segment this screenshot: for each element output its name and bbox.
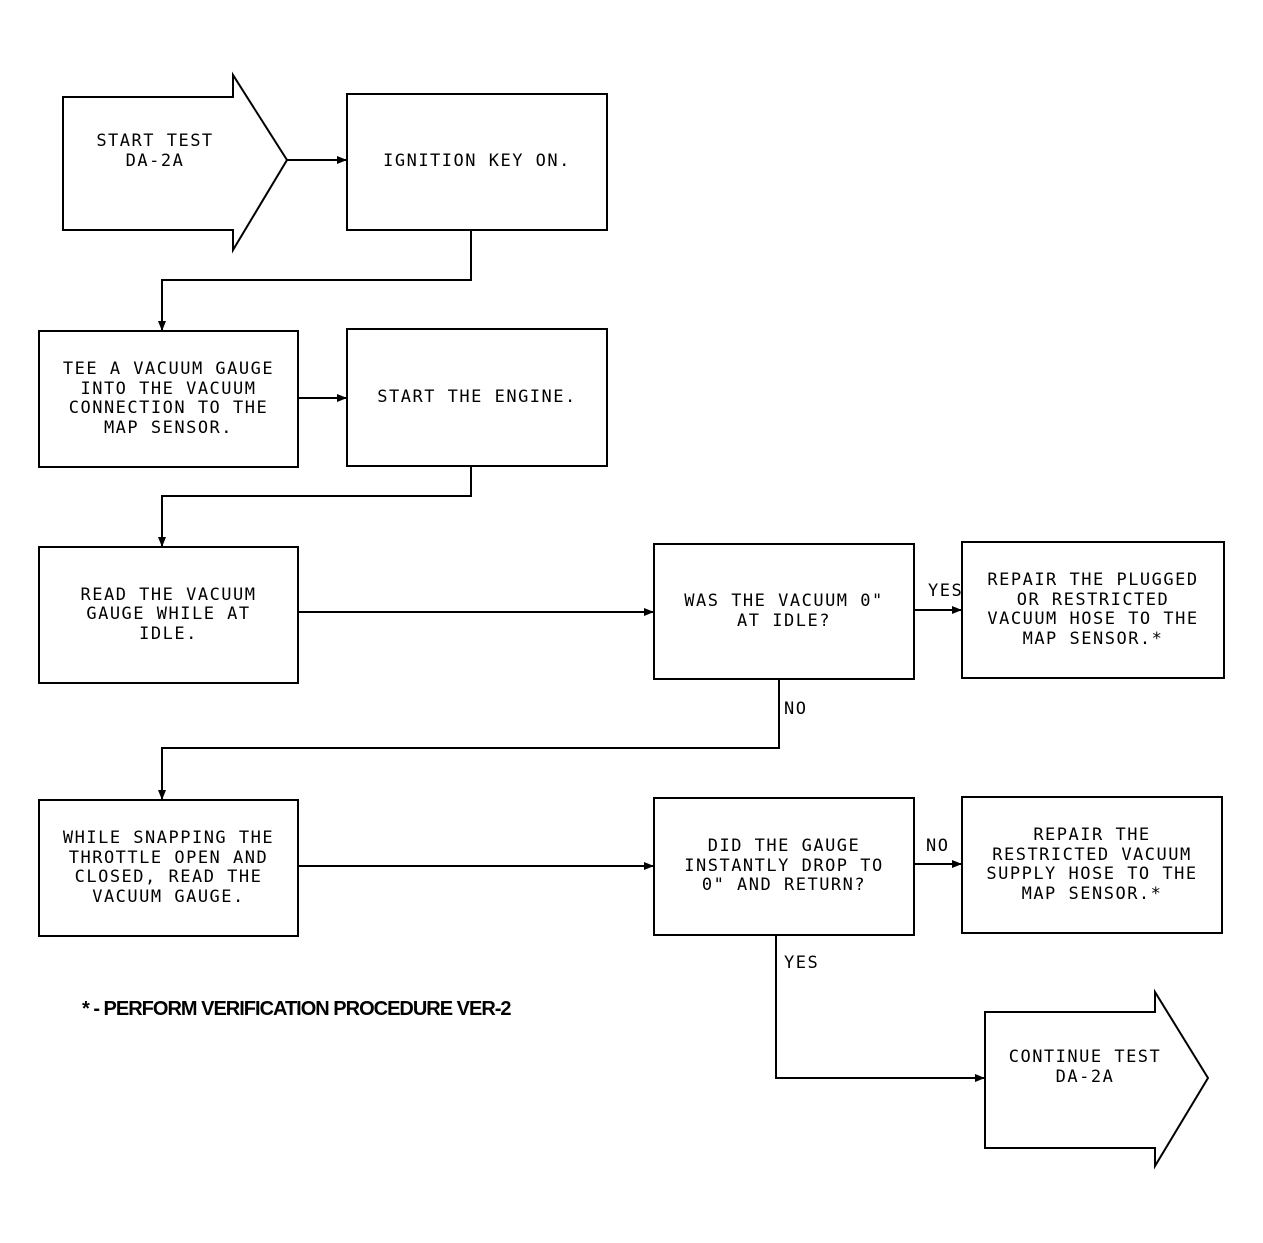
ignition-key-box: IGNITION KEY ON. (346, 93, 608, 231)
continue-arrow-shape (984, 988, 1210, 1170)
no-label-1: NO (784, 699, 808, 719)
yes-label-2: YES (784, 953, 820, 973)
connector-engine-read (158, 467, 472, 547)
no-label-2: NO (926, 836, 950, 856)
read-gauge-text: READ THE VACUUM GAUGE WHILE AT IDLE. (80, 584, 257, 644)
vacuum-zero-question-text: WAS THE VACUUM 0" AT IDLE? (684, 591, 884, 631)
snap-throttle-text: WHILE SNAPPING THE THROTTLE OPEN AND CLO… (62, 828, 275, 907)
repair-plugged-text: REPAIR THE PLUGGED OR RESTRICTED VACUUM … (987, 570, 1199, 649)
connector-q2-yes (775, 935, 985, 1082)
vacuum-zero-question-box: WAS THE VACUUM 0" AT IDLE? (653, 543, 915, 680)
start-engine-box: START THE ENGINE. (346, 328, 608, 467)
tee-gauge-text: TEE A VACUUM GAUGE INTO THE VACUUM CONNE… (62, 359, 275, 438)
snap-throttle-box: WHILE SNAPPING THE THROTTLE OPEN AND CLO… (38, 799, 299, 937)
gauge-drop-question-box: DID THE GAUGE INSTANTLY DROP TO 0" AND R… (653, 797, 915, 936)
gauge-drop-question-text: DID THE GAUGE INSTANTLY DROP TO 0" AND R… (684, 836, 884, 896)
start-test-text: START TEST DA-2A (96, 131, 214, 171)
repair-plugged-box: REPAIR THE PLUGGED OR RESTRICTED VACUUM … (961, 541, 1225, 679)
ignition-key-text: IGNITION KEY ON. (383, 151, 571, 172)
tee-gauge-box: TEE A VACUUM GAUGE INTO THE VACUUM CONNE… (38, 330, 299, 468)
start-engine-text: START THE ENGINE. (377, 386, 577, 407)
continue-test-text: CONTINUE TEST DA-2A (1008, 1047, 1162, 1087)
verification-footnote: * - PERFORM VERIFICATION PROCEDURE VER-2 (82, 998, 512, 1020)
yes-label-1: YES (928, 581, 964, 601)
repair-restricted-text: REPAIR THE RESTRICTED VACUUM SUPPLY HOSE… (986, 825, 1198, 904)
read-gauge-box: READ THE VACUUM GAUGE WHILE AT IDLE. (38, 546, 299, 684)
start-arrow-shape (62, 71, 289, 254)
repair-restricted-box: REPAIR THE RESTRICTED VACUUM SUPPLY HOSE… (961, 796, 1223, 934)
connector-ignition-tee (158, 230, 472, 331)
connector-q1-no (158, 679, 780, 800)
